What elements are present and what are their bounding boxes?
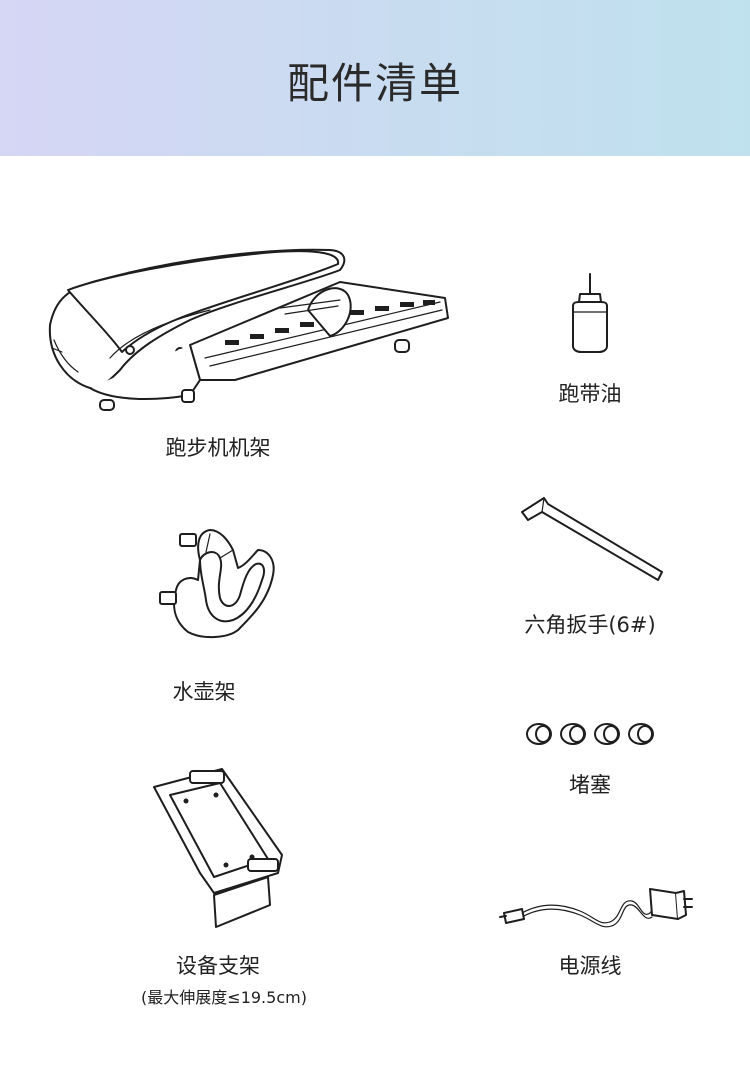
item-label-power-cord: 电源线 (558, 954, 622, 978)
oil-bottle-icon (565, 272, 615, 357)
page-title: 配件清单 (286, 59, 463, 108)
bottle-holder-icon (158, 520, 282, 645)
item-label-device-holder: 设备支架 (176, 954, 260, 978)
device-holder-icon (150, 765, 290, 935)
item-label-oil: 跑带油 (558, 382, 622, 406)
item-label-wrench: 六角扳手(6#) (524, 613, 656, 637)
treadmill-frame-icon (40, 240, 460, 420)
power-cord-icon (499, 885, 694, 931)
item-label-treadmill-frame: 跑步机机架 (165, 436, 271, 460)
item-sublabel-device-holder: (最大伸展度≤19.5cm) (141, 988, 307, 1007)
item-label-plugs: 堵塞 (569, 773, 611, 797)
header-banner: 配件清单 (0, 0, 750, 156)
plugs-icon (523, 718, 659, 750)
hex-wrench-icon (518, 492, 668, 584)
item-label-bottle-holder: 水壶架 (172, 680, 236, 704)
